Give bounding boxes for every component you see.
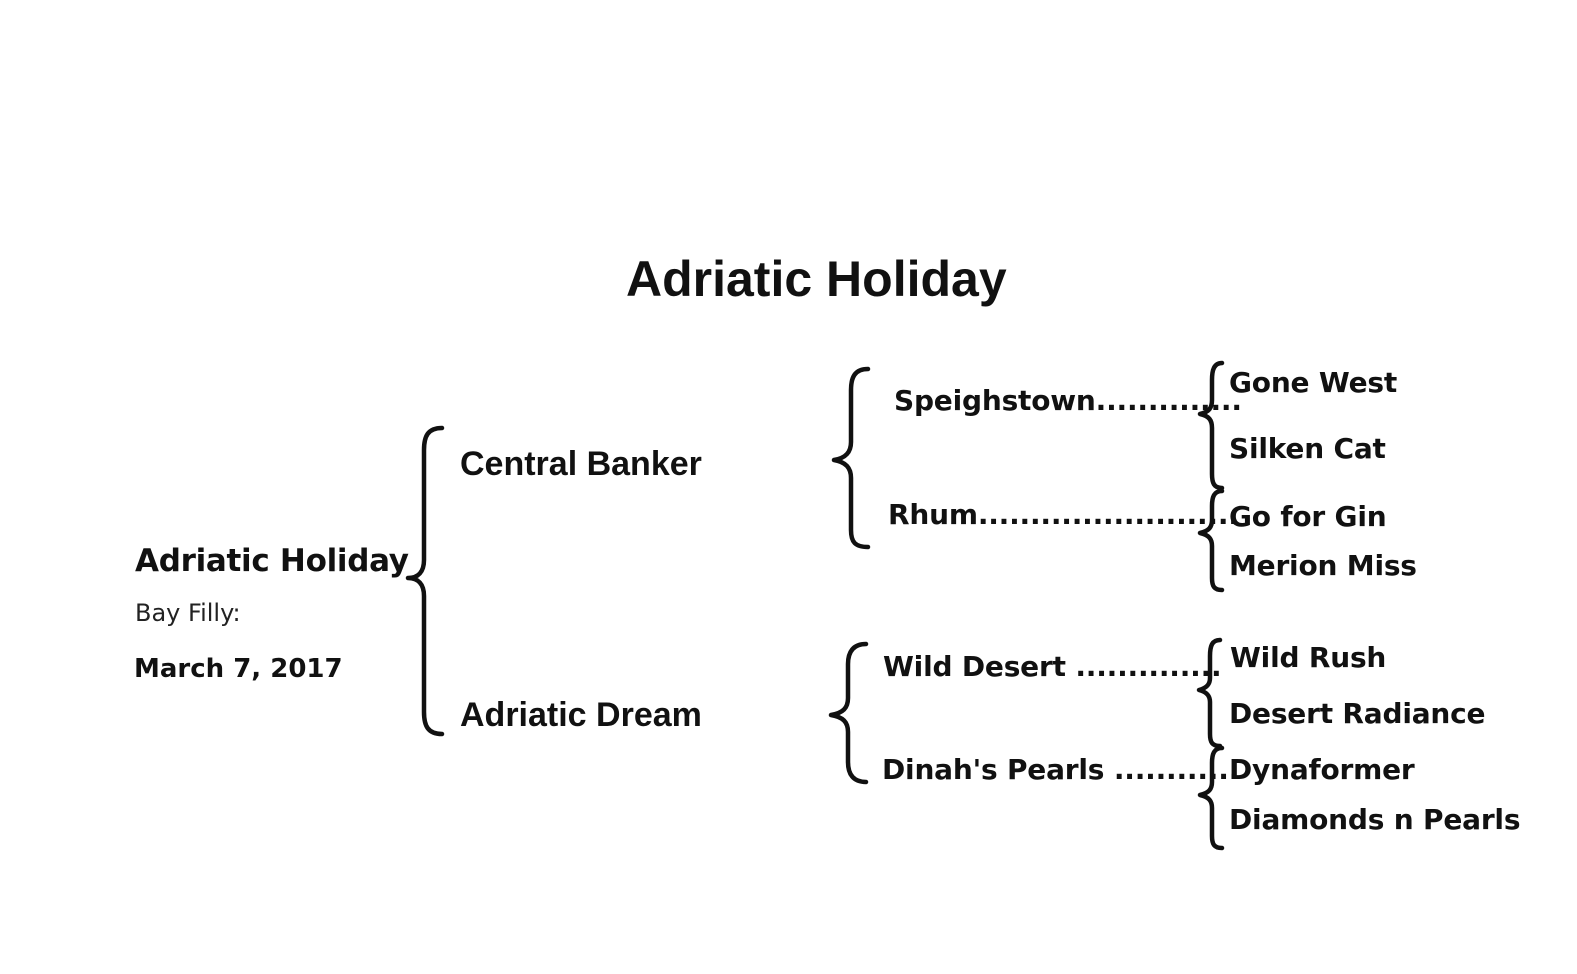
paternal-granddam: Rhum.........................	[888, 501, 1239, 529]
ggp-dam-sire-sire: Wild Rush	[1230, 641, 1387, 674]
subject-name: Adriatic Holiday	[135, 543, 409, 579]
leader-dots: .........................	[977, 498, 1239, 531]
subject-description: Bay Filly:	[135, 599, 241, 627]
leader-dots: ............	[1113, 753, 1240, 786]
leader-dots: ..............	[1075, 650, 1222, 683]
brace-adriatic-dream	[828, 641, 869, 785]
ggp-sire-dam-dam: Merion Miss	[1229, 549, 1417, 582]
brace-speighstown	[1197, 360, 1225, 491]
maternal-granddam-name: Dinah's Pearls	[882, 753, 1105, 786]
leader-dots: ..............	[1095, 384, 1242, 417]
brace-dinahs-pearls	[1197, 745, 1225, 851]
maternal-grandsire: Wild Desert ..............	[883, 650, 1222, 683]
brace-rhum	[1197, 488, 1225, 593]
subject-foaled-date: March 7, 2017	[134, 654, 343, 684]
dam-name: Adriatic Dream	[460, 696, 702, 734]
page-title: Adriatic Holiday	[626, 251, 1007, 307]
ggp-dam-sire-dam: Desert Radiance	[1229, 697, 1486, 730]
paternal-grandsire: Speighstown..............	[894, 387, 1242, 415]
sire-name: Central Banker	[460, 445, 702, 483]
maternal-grandsire-name: Wild Desert	[883, 650, 1066, 683]
paternal-granddam-name: Rhum	[888, 498, 978, 531]
brace-subject	[405, 425, 445, 737]
ggp-dam-dam-sire: Dynaformer	[1229, 753, 1415, 786]
ggp-sire-sire-sire: Gone West	[1229, 366, 1398, 399]
paternal-grandsire-name: Speighstown	[894, 384, 1096, 417]
maternal-granddam: Dinah's Pearls ............	[882, 756, 1239, 784]
brace-wild-desert	[1196, 637, 1223, 749]
ggp-dam-dam-dam: Diamonds n Pearls	[1229, 803, 1521, 836]
ggp-sire-sire-dam: Silken Cat	[1229, 432, 1386, 465]
brace-central-banker	[831, 366, 871, 550]
ggp-sire-dam-sire: Go for Gin	[1229, 500, 1387, 533]
